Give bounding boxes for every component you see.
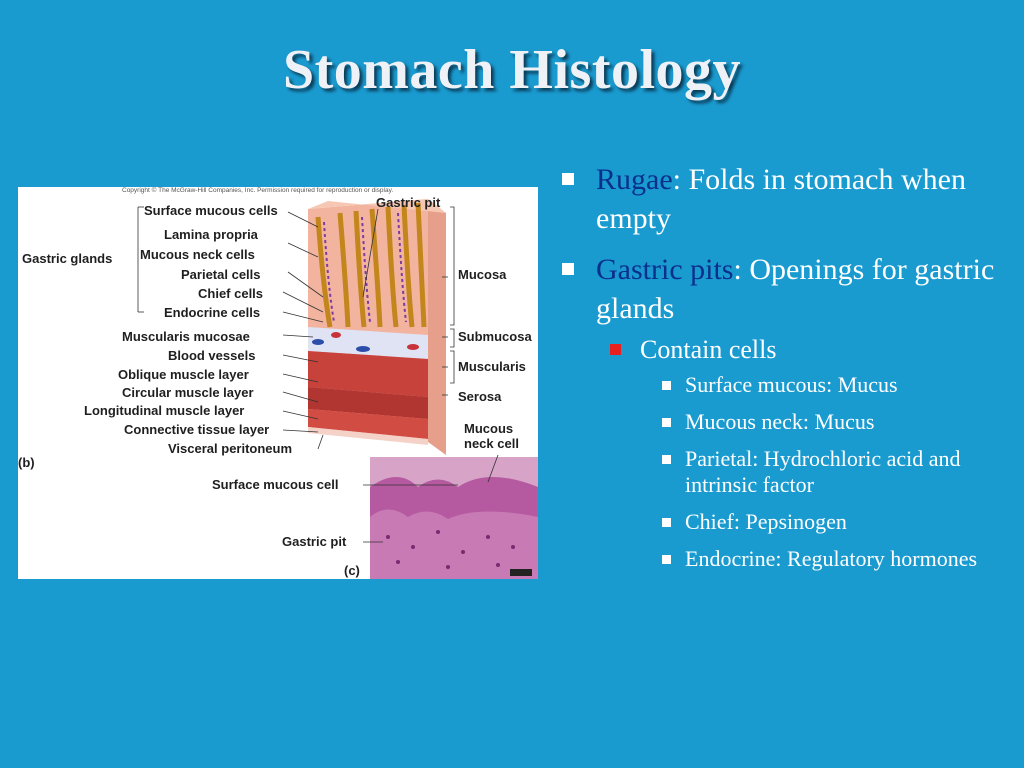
label-chief-cells: Chief cells — [198, 286, 264, 301]
label-submucosa: Submucosa — [458, 329, 532, 344]
label-muscularis: Muscularis — [458, 359, 526, 374]
label-mucous-neck-cell: Mucous neck cell — [464, 421, 519, 451]
square-bullet-icon — [562, 263, 574, 275]
bullet-cell-chief: Chief: Pepsinogen — [560, 509, 1000, 535]
square-bullet-icon — [662, 455, 671, 464]
bullet-list: Rugae: Folds in stomach when empty Gastr… — [560, 160, 1000, 583]
term-rugae: Rugae — [596, 163, 673, 196]
bullet-cell-mucous-neck: Mucous neck: Mucus — [560, 409, 1000, 435]
label-visceral-peritoneum: Visceral peritoneum — [168, 441, 293, 456]
stomach-wall-illustration — [137, 199, 538, 579]
label-longitudinal-muscle: Longitudinal muscle layer — [84, 403, 245, 418]
cell-text: Chief: Pepsinogen — [685, 509, 847, 534]
square-bullet-icon — [662, 418, 671, 427]
cell-text: Mucous neck: Mucus — [685, 409, 875, 434]
rugae-description: : Folds in stomach when empty — [596, 163, 966, 235]
term-gastric-pits: Gastric pits — [596, 253, 734, 286]
label-surface-mucous-cell: Surface mucous cell — [212, 477, 339, 492]
bullet-cell-endocrine: Endocrine: Regulatory hormones — [560, 546, 1000, 572]
label-panel-c: (c) — [344, 563, 360, 578]
bullet-cell-parietal: Parietal: Hydrochloric acid and intrinsi… — [560, 446, 1000, 498]
bullet-cell-surface-mucous: Surface mucous: Mucus — [560, 372, 1000, 398]
label-muscularis-mucosae: Muscularis mucosae — [122, 329, 250, 344]
square-bullet-icon — [562, 173, 574, 185]
cell-text: Endocrine: Regulatory hormones — [685, 546, 978, 571]
bullet-rugae: Rugae: Folds in stomach when empty — [560, 160, 1000, 238]
label-lamina-propria: Lamina propria — [164, 227, 258, 242]
gastric-pits-description: : Openings for gastric glands — [596, 253, 995, 325]
square-bullet-icon — [662, 518, 671, 527]
bullet-gastric-pits: Gastric pits: Openings for gastric gland… — [560, 250, 1000, 328]
cell-text: Surface mucous: Mucus — [685, 372, 898, 397]
cell-text: Parietal: Hydrochloric acid and intrinsi… — [685, 446, 961, 497]
label-panel-b: (b) — [18, 455, 35, 470]
square-bullet-icon — [662, 555, 671, 564]
label-mucosa: Mucosa — [458, 267, 507, 282]
label-serosa: Serosa — [458, 389, 502, 404]
slide-title: Stomach Histology — [282, 39, 742, 101]
label-surface-mucous-cells: Surface mucous cells — [144, 203, 278, 218]
label-oblique-muscle: Oblique muscle layer — [118, 367, 249, 382]
square-bullet-icon — [662, 381, 671, 390]
label-parietal-cells: Parietal cells — [181, 267, 261, 282]
label-connective-tissue: Connective tissue layer — [124, 422, 270, 437]
label-gastric-pit-micro: Gastric pit — [282, 534, 347, 549]
figure-copyright: Copyright © The McGraw-Hill Companies, I… — [122, 187, 394, 194]
label-endocrine-cells: Endocrine cells — [164, 305, 261, 320]
bullet-contain-cells: Contain cells — [560, 334, 1000, 366]
label-circular-muscle: Circular muscle layer — [122, 385, 254, 400]
stomach-histology-figure: Copyright © The McGraw-Hill Companies, I… — [18, 187, 538, 579]
label-gastric-glands: Gastric glands — [22, 251, 113, 266]
label-mucous-neck-cells: Mucous neck cells — [140, 247, 255, 262]
label-blood-vessels: Blood vessels — [168, 348, 256, 363]
contain-cells-text: Contain cells — [640, 335, 777, 364]
red-square-bullet-icon — [610, 344, 621, 355]
label-gastric-pit-top: Gastric pit — [376, 195, 441, 210]
